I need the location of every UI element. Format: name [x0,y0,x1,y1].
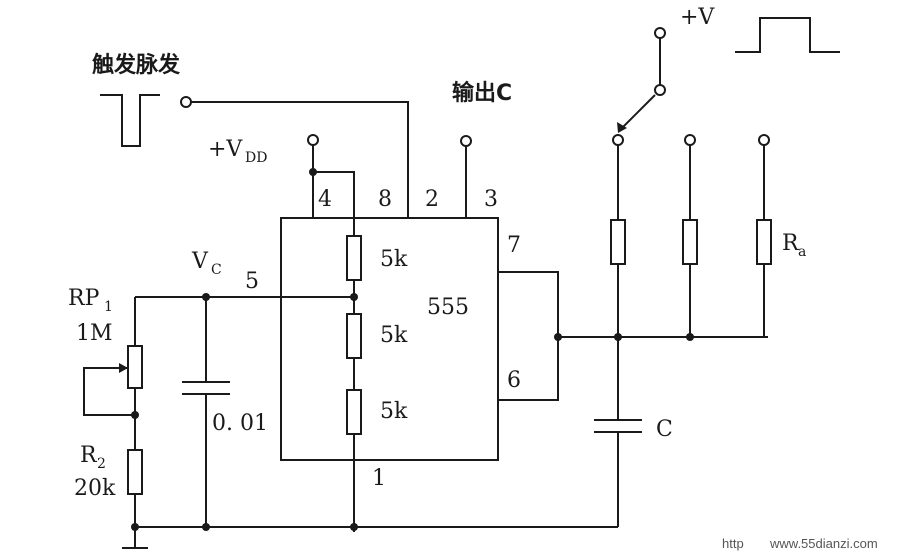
rp1-wiper-dot [131,411,139,419]
vdd-terminal [307,134,319,146]
chip-label: 555 [427,295,469,320]
trigger-pulse-label: 触发脉发 [92,52,181,78]
resistor-ra [756,219,772,265]
timing-node-dot-1 [554,333,562,341]
pin-5-label: 5 [245,269,259,294]
rp1-subscript: 1 [104,299,113,315]
timing-resistor-left [610,219,626,265]
timing-resistor-middle [682,219,698,265]
pin-8-label: 8 [378,187,392,212]
r2-value-label: 20k [74,476,116,501]
rp1-value-label: 1M [76,321,113,346]
output-terminal [460,135,472,147]
pin-2-label: 2 [425,187,439,212]
resistor-5k-top [346,235,362,281]
vc-subscript: C [211,262,222,278]
trigger-wire [191,101,409,218]
resistor-r2 [127,449,143,495]
pin-1-label: 1 [372,466,386,491]
resistor-bottom-label: 5k [380,399,408,424]
pin-7-label: 7 [507,233,521,258]
watermark-left: http [722,536,744,551]
cap-c-label: C [656,417,673,442]
r2-label: R [80,443,98,468]
switch-contact-terminal [654,84,666,96]
output-label: 输出C [452,80,512,106]
trigger-pulse-waveform [100,94,160,147]
resistor-5k-middle [346,313,362,359]
v-plus-label: +V [680,5,715,30]
vdd-label: +V [208,137,243,162]
resistor-middle-label: 5k [380,323,408,348]
ra-label: R [782,231,800,256]
pin-3-label: 3 [484,187,498,212]
r2-subscript: 2 [97,456,106,472]
watermark-right: www.55dianzi.com [769,536,878,551]
switch-blade [621,94,656,129]
output-pulse-waveform [735,17,840,53]
switch-top-terminal [654,27,666,39]
pin-4-label: 4 [318,187,332,212]
cap-001-label: 0. 01 [212,411,268,436]
vc-label: V [191,249,209,274]
ground-dot-left [131,523,139,531]
resistor-top-label: 5k [380,247,408,272]
ground-dot-pin1 [350,523,358,531]
rp1-label: RP [68,286,100,311]
terminal-ra [758,134,770,146]
ic-555-body [280,217,499,461]
potentiometer-rp1 [127,345,143,389]
trigger-input-terminal [180,96,192,108]
ground-dot-cap [202,523,210,531]
terminal-middle [684,134,696,146]
pin-6-label: 6 [507,368,521,393]
rp1-wiper-wire [83,367,135,416]
ra-subscript: a [798,244,806,260]
vdd-divider-wire [313,171,355,236]
switch-common-terminal [612,134,624,146]
resistor-5k-bottom [346,389,362,435]
switch-arrow [617,122,627,133]
vdd-subscript: DD [245,150,267,166]
rp1-wiper-arrow [119,363,128,373]
